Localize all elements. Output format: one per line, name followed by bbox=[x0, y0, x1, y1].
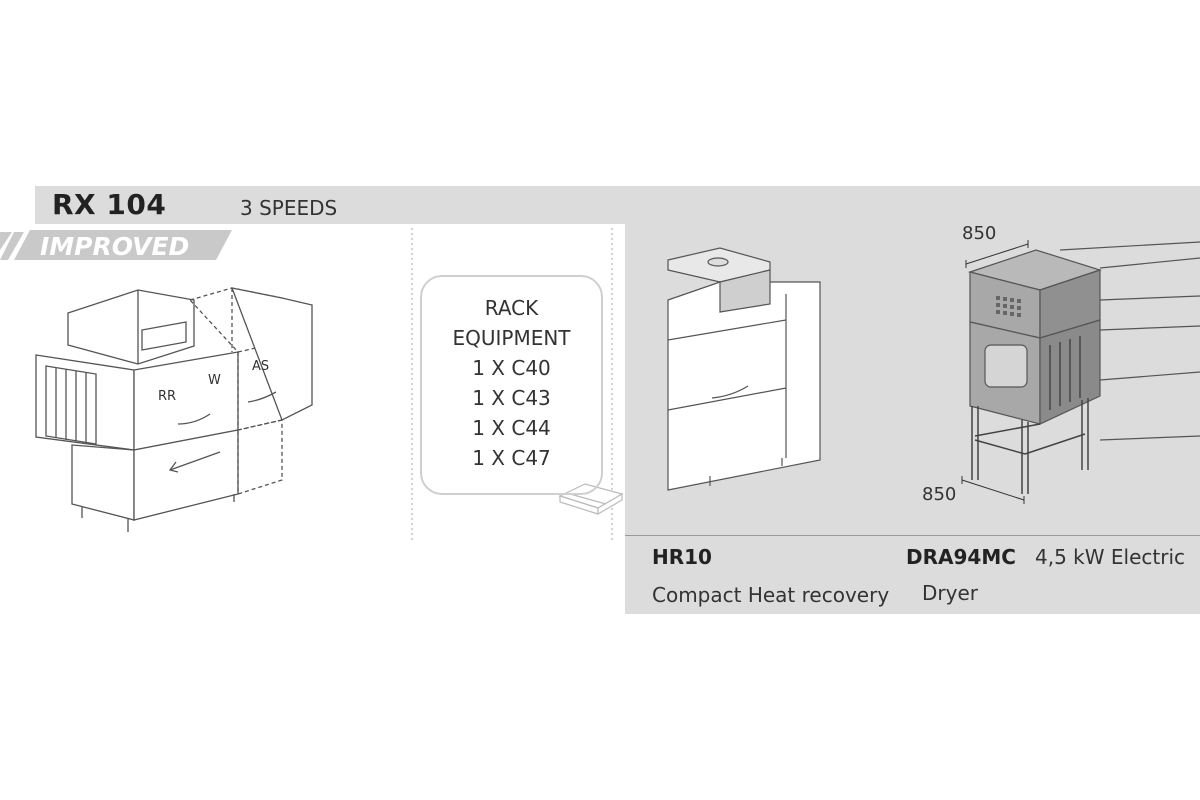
label-rr: RR bbox=[158, 389, 176, 404]
rack-line: 1 X C43 bbox=[472, 386, 551, 410]
rack-equipment-box: RACK EQUIPMENT 1 X C40 1 X C43 1 X C44 1… bbox=[420, 275, 603, 495]
hr-description: Compact Heat recovery bbox=[652, 583, 890, 607]
dishwasher-drawing bbox=[35, 287, 313, 532]
dryer-drawing bbox=[961, 240, 1200, 504]
model-name: RX 104 bbox=[52, 188, 167, 221]
label-w: W bbox=[208, 373, 221, 388]
rack-tray-icon bbox=[558, 483, 624, 516]
dimension-top: 850 bbox=[962, 223, 997, 244]
rack-line: RACK bbox=[484, 296, 539, 320]
rack-line: 1 X C47 bbox=[472, 446, 551, 470]
hr-code: HR10 bbox=[652, 545, 712, 569]
hr10-drawing bbox=[667, 247, 821, 491]
speeds-label: 3 SPEEDS bbox=[240, 196, 338, 220]
improved-badge: IMPROVED bbox=[0, 230, 232, 261]
dra-description: Dryer bbox=[922, 581, 978, 605]
rack-line: 1 X C40 bbox=[472, 356, 551, 380]
rack-line: EQUIPMENT bbox=[452, 326, 571, 350]
header-bar bbox=[35, 186, 615, 224]
header-bar-extension bbox=[615, 186, 625, 224]
label-as: AS bbox=[252, 359, 269, 374]
dra-power: 4,5 kW Electric bbox=[1035, 545, 1185, 569]
improved-badge-text: IMPROVED bbox=[40, 232, 189, 261]
rack-line: 1 X C44 bbox=[472, 416, 551, 440]
dimension-bottom: 850 bbox=[922, 484, 957, 505]
accessories-divider bbox=[625, 535, 1200, 536]
dra-code: DRA94MC bbox=[906, 545, 1016, 569]
